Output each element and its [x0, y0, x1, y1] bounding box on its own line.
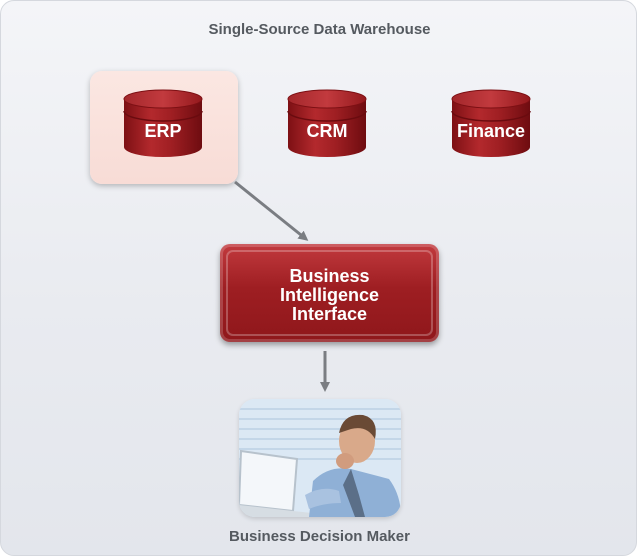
finance-label: Finance: [456, 121, 526, 141]
finance-database-icon: Finance: [450, 89, 532, 159]
crm-database-icon: CRM: [286, 89, 368, 159]
erp-label: ERP: [144, 121, 182, 141]
consumer-label: Business Decision Maker: [229, 528, 410, 545]
erp-to-interface-arrow: [234, 180, 309, 241]
interface-label-line-1: Business: [289, 266, 370, 286]
interface-label-line-2: Intelligence: [279, 285, 380, 305]
crm-label: CRM: [306, 121, 348, 141]
erp-database-icon: ERP: [122, 89, 204, 159]
business-intelligence-interface-box: Business Intelligence Interface: [220, 244, 439, 342]
diagram-title: Single-Source Data Warehouse: [208, 21, 431, 38]
interface-label-line-3: Interface: [291, 304, 368, 324]
interface-label: Business Intelligence Interface: [220, 267, 439, 324]
businessman-photo: [239, 399, 401, 517]
